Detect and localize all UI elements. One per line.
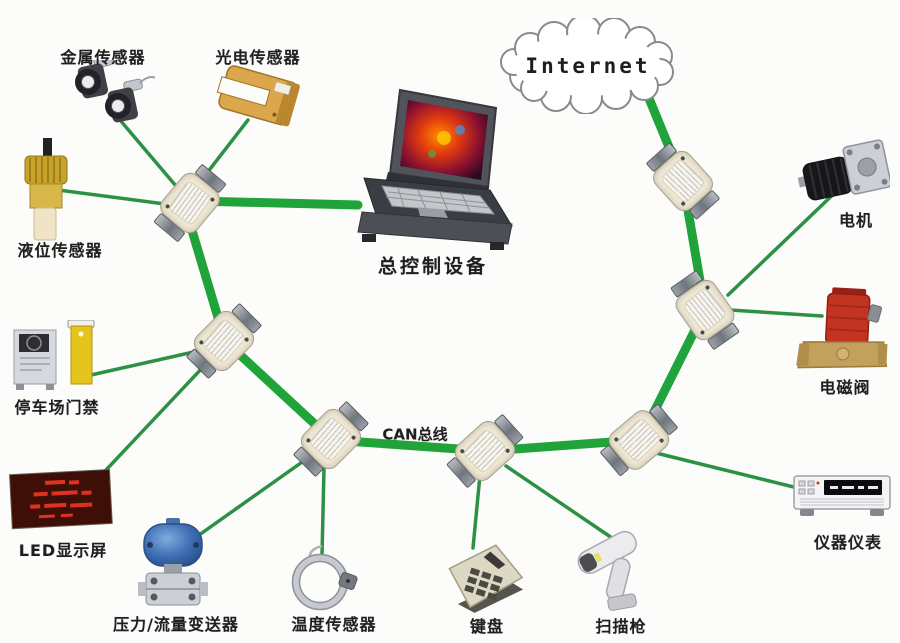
scanner-gun-image — [577, 530, 637, 611]
temperature-sensor-image — [291, 544, 358, 611]
label-liquid-level-sensor: 液位传感器 — [17, 241, 103, 260]
label-scanner-gun: 扫描枪 — [595, 617, 647, 636]
label-photoelectric-sensor: 光电传感器 — [215, 48, 301, 67]
liquid-level-sensor-image — [24, 138, 68, 241]
drop-line-instruments — [654, 451, 808, 492]
label-pressure-transmitter: 压力/流量变送器 — [113, 615, 239, 634]
label-temperature-sensor: 温度传感器 — [291, 615, 377, 634]
laptop-image — [357, 88, 513, 250]
label-can-bus: CAN总线 — [382, 425, 448, 444]
metal-sensor-image — [75, 60, 156, 123]
drop-line-led — [88, 363, 207, 489]
internet-cloud: Internet — [500, 18, 674, 114]
photoelectric-sensor-image — [216, 65, 300, 127]
label-main-controller: 总控制设备 — [377, 255, 489, 278]
drop-line-temperature — [320, 466, 326, 558]
drop-line-pressure — [190, 458, 307, 542]
label-instruments: 仪器仪表 — [813, 533, 883, 552]
label-keyboard: 键盘 — [469, 617, 505, 636]
led-display-image — [9, 469, 113, 530]
drop-line-metal-sensor — [118, 118, 178, 188]
instruments-image — [793, 475, 891, 516]
drop-line-keyboard — [471, 473, 482, 550]
bus-segment — [191, 196, 363, 210]
solenoid-valve-image — [796, 287, 888, 369]
motor-image — [798, 139, 890, 201]
drop-line-liquid-level — [56, 188, 167, 206]
label-solenoid-valve: 电磁阀 — [819, 378, 871, 397]
drop-line-motor — [726, 183, 845, 297]
drop-line-solenoid — [728, 308, 824, 318]
parking-gate-image — [13, 320, 95, 390]
device-drop-lines — [56, 118, 845, 558]
internet-label: Internet — [525, 54, 650, 78]
label-motor: 电机 — [838, 211, 874, 230]
label-led-display: LED显示屏 — [18, 541, 108, 560]
label-parking-gate: 停车场门禁 — [14, 398, 100, 417]
pressure-transmitter-image — [138, 518, 208, 606]
keyboard-image — [448, 544, 524, 613]
drop-line-scanner — [504, 464, 620, 544]
label-metal-sensor: 金属传感器 — [60, 48, 146, 67]
drop-line-parking — [80, 349, 200, 379]
